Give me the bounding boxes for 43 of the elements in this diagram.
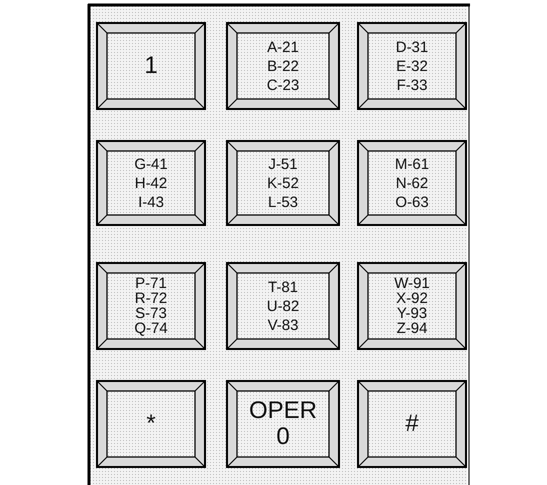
- keypad-button: [226, 380, 340, 468]
- keypad-button: [357, 22, 467, 110]
- keypad-button: [226, 22, 340, 110]
- key-label: L-53: [268, 194, 298, 210]
- key-label: G-41: [134, 156, 168, 172]
- keypad-button: [357, 140, 467, 226]
- key-label: #: [405, 411, 419, 437]
- key-label: U-82: [266, 298, 300, 314]
- key-label: J-51: [268, 156, 298, 172]
- keypad-button: [226, 140, 340, 226]
- key-label: Y-93: [396, 306, 428, 321]
- key-label: B-22: [267, 58, 299, 74]
- key-label: S-73: [135, 306, 167, 321]
- key-label: Z-94: [396, 321, 428, 336]
- key-label: V-83: [268, 318, 298, 332]
- key-label: N-62: [396, 176, 428, 190]
- key-label: K-52: [267, 176, 299, 190]
- key-label: Q-74: [134, 321, 168, 336]
- key-label: M-61: [394, 156, 430, 172]
- key-label: 1: [144, 53, 158, 79]
- keypad-button: [226, 262, 340, 350]
- key-label: C-23: [266, 78, 300, 92]
- key-label: X-92: [396, 291, 428, 306]
- keypad-button: [96, 262, 206, 350]
- keypad-button: [96, 380, 206, 468]
- key-label: I-43: [138, 194, 164, 210]
- key-label: H-42: [134, 176, 168, 190]
- key-label: W-91: [394, 276, 430, 291]
- keypad-button: [96, 22, 206, 110]
- keypad-button: [96, 140, 206, 226]
- key-label: T-81: [268, 280, 298, 294]
- key-label: P-71: [135, 276, 167, 291]
- keypad-button: [357, 380, 467, 468]
- key-label: R-72: [134, 291, 168, 306]
- key-label: O-63: [395, 194, 429, 210]
- key-label: OPER: [248, 398, 317, 424]
- key-label: A-21: [267, 40, 299, 54]
- key-label: *: [146, 411, 156, 437]
- key-label: E-32: [396, 58, 428, 74]
- key-label: D-31: [396, 40, 428, 54]
- key-label: 0: [276, 424, 290, 450]
- keypad-button: [357, 262, 467, 350]
- key-label: F-33: [396, 78, 428, 92]
